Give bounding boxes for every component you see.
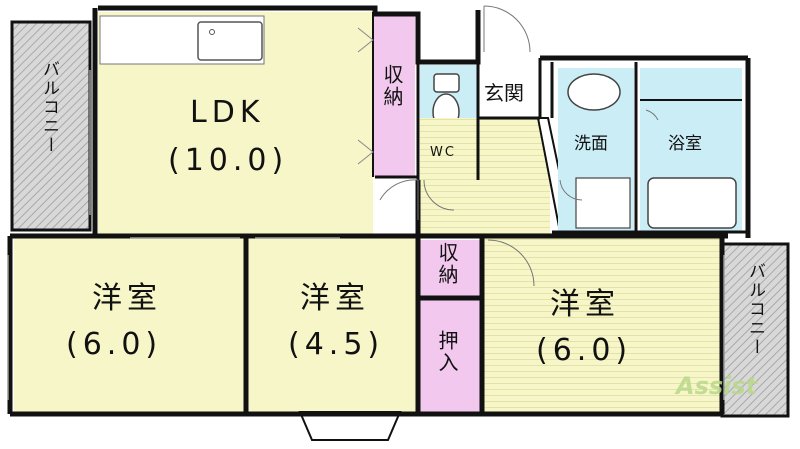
bedroom-left-size: (6.0) (66, 327, 163, 362)
balcony-right (720, 242, 790, 418)
bathroom-label: 浴室 (668, 134, 702, 154)
balcony-right-label: バルコニー (745, 262, 765, 357)
bedroom-right-size: (6.0) (536, 333, 633, 368)
balcony-left-label: バルコニー (39, 60, 59, 155)
hallway (420, 118, 550, 236)
storage-middle-label: 収納 (435, 242, 459, 286)
balcony-left (10, 20, 92, 232)
wc-label: WC (430, 145, 456, 160)
bedroom-left-label: 洋室 (92, 281, 162, 316)
ldk-label: LDK (190, 95, 265, 130)
storage-top-label: 収納 (380, 64, 404, 108)
closet-label: 押入 (435, 330, 459, 374)
bedroom-right-label: 洋室 (550, 287, 620, 322)
washbasin-icon (567, 73, 621, 111)
bedroom-middle-label: 洋室 (300, 281, 370, 316)
bedroom-middle-floor (248, 238, 418, 412)
entrance-room (478, 72, 536, 116)
bathtub-icon (647, 177, 737, 229)
ldk-size: (10.0) (168, 143, 289, 178)
washroom-label: 洗面 (574, 134, 608, 154)
bedroom-right-floor (484, 238, 720, 412)
storage-top (373, 12, 415, 177)
assist-watermark-logo: Assist (676, 372, 758, 400)
entrance-label: 玄関 (484, 81, 524, 105)
bedroom-left-floor (14, 238, 246, 412)
sink-icon (197, 21, 263, 61)
washer-space (575, 177, 631, 229)
bedroom-middle-size: (4.5) (288, 327, 385, 362)
storage-middle (420, 240, 480, 298)
closet (420, 300, 480, 412)
